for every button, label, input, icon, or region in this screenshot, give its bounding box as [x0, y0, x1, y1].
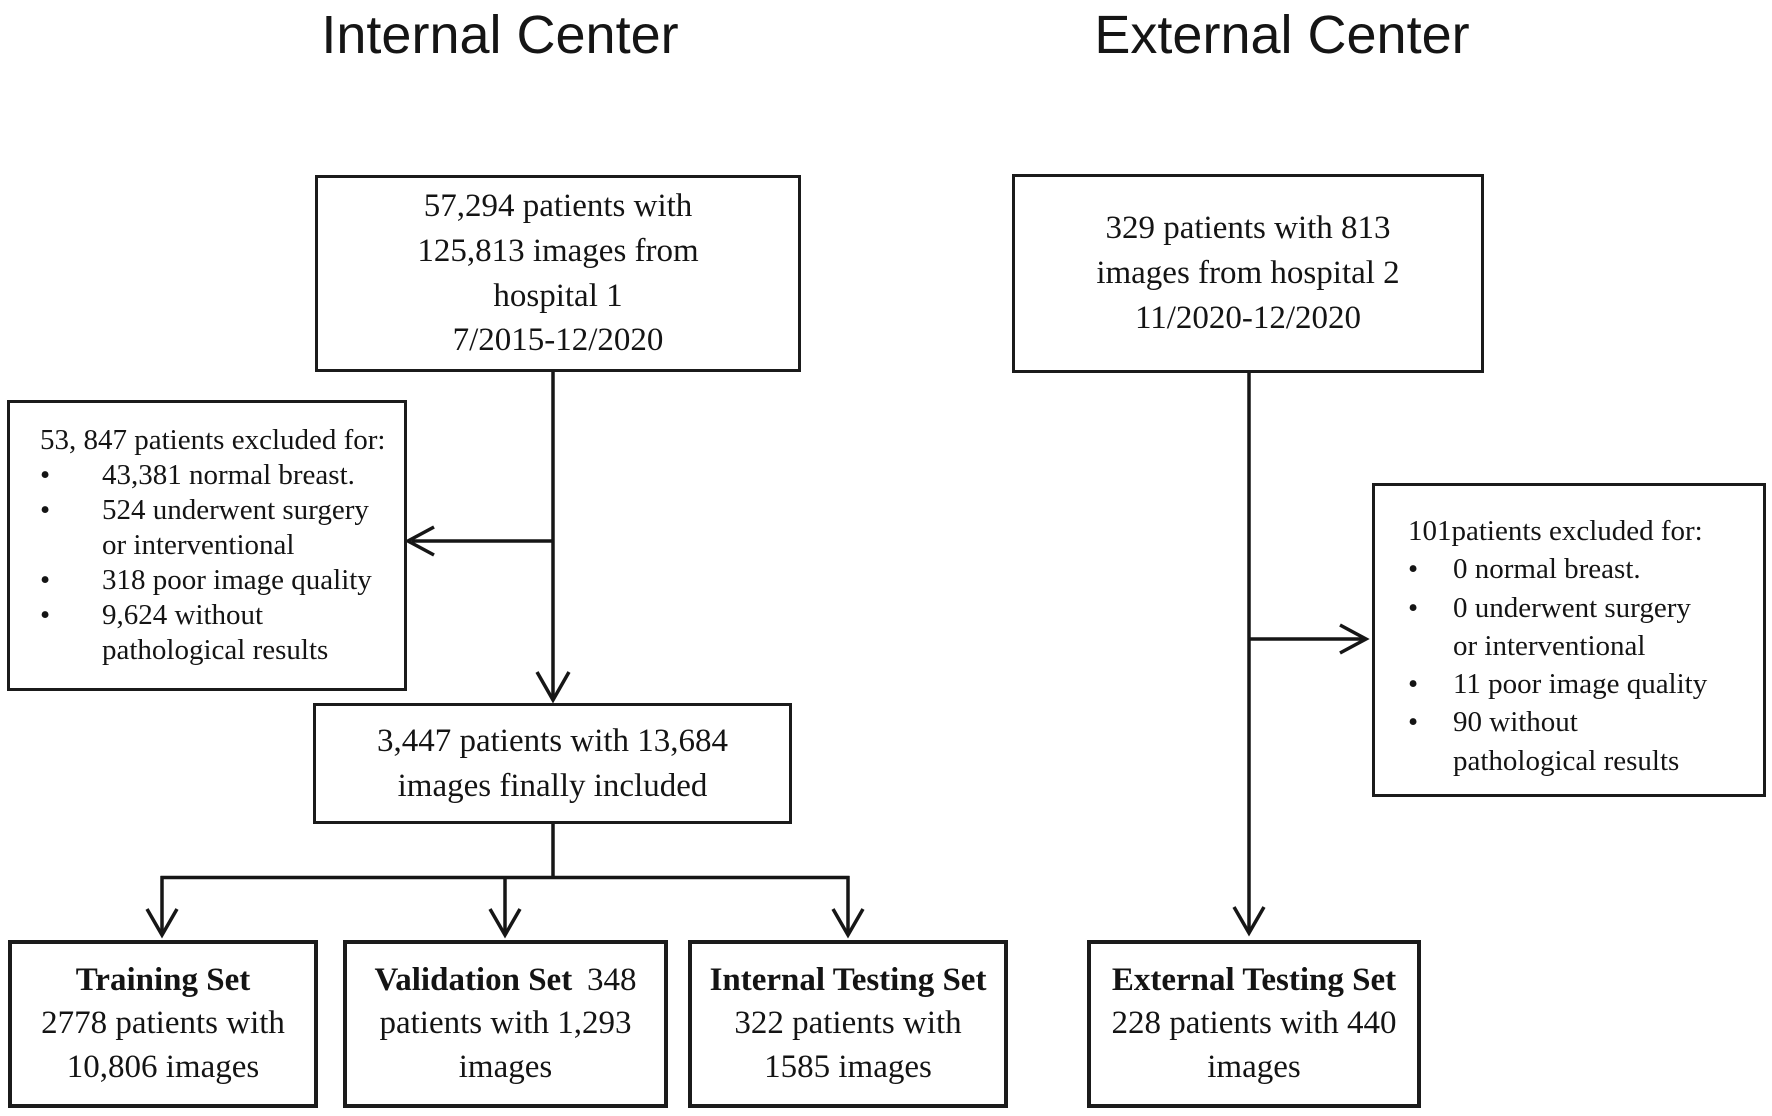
validation-set-body: patients with 1,293 images [379, 1005, 632, 1085]
validation-set-suffix: 348 [587, 961, 637, 998]
arrowhead-left-excluded [404, 525, 435, 557]
internal-testing-set-text: Internal Testing Set 322 patients with 1… [710, 959, 987, 1090]
bullet-icon: • [1408, 668, 1419, 701]
external-excluded-item-text: 0 normal breast. [1453, 553, 1641, 586]
arrowhead-right-excluded [1339, 623, 1370, 655]
arrowhead-down-internal-testing [831, 908, 865, 939]
internal-excluded-header: 53, 847 patients excluded for: [40, 424, 386, 456]
internal-excluded-item-text: 524 underwent surgery or interventional [102, 494, 369, 562]
internal-excluded-item-text: 9,624 without pathological results [102, 599, 329, 667]
arrowhead-down-validation [488, 908, 522, 939]
internal-center-title: Internal Center [321, 5, 679, 65]
training-set-box: Training Set 2778 patients with 10,806 i… [8, 940, 318, 1108]
internal-source-text: 57,294 patients with 125,813 images from… [417, 187, 699, 359]
training-set-text: Training Set 2778 patients with 10,806 i… [41, 959, 285, 1090]
bullet-icon: • [40, 459, 51, 492]
external-excluded-item-text: 0 underwent surgery or interventional [1453, 591, 1691, 662]
external-testing-set-box: External Testing Set 228 patients with 4… [1087, 940, 1421, 1108]
internal-included-text: 3,447 patients with 13,684 images finall… [376, 722, 729, 804]
external-flow-arrows [1232, 373, 1370, 937]
internal-testing-set-title-line: Internal Testing Set [710, 959, 987, 1003]
bullet-icon: • [40, 494, 51, 527]
external-excluded-item: • 90 without pathological results [1408, 703, 1755, 780]
internal-included-box: 3,447 patients with 13,684 images finall… [313, 703, 792, 824]
external-source-box: 329 patients with 813 images from hospit… [1012, 174, 1484, 373]
external-excluded-item-text: 11 poor image quality [1453, 668, 1708, 701]
external-testing-set-text: External Testing Set 228 patients with 4… [1111, 959, 1396, 1090]
validation-set-text: Validation Set 348 patients with 1,293 im… [374, 959, 636, 1090]
external-excluded-header: 101patients excluded for: [1408, 515, 1703, 547]
training-set-body: 2778 patients with 10,806 images [41, 1005, 285, 1085]
validation-set-box: Validation Set 348 patients with 1,293 im… [343, 940, 668, 1108]
training-set-title-line: Training Set [41, 959, 285, 1003]
internal-excluded-item: • 524 underwent surgery or interventiona… [40, 493, 396, 563]
internal-excluded-item: • 43,381 normal breast. [40, 458, 396, 493]
internal-excluded-box: 53, 847 patients excluded for: • 43,381 … [7, 400, 407, 691]
internal-flow-arrows [145, 372, 865, 939]
bullet-icon: • [1408, 706, 1419, 739]
internal-testing-set-title: Internal Testing Set [709, 961, 987, 998]
bullet-icon: • [1408, 591, 1419, 624]
external-excluded-box: 101patients excluded for: • 0 normal bre… [1372, 483, 1766, 797]
internal-testing-set-box: Internal Testing Set 322 patients with 1… [688, 940, 1008, 1108]
bullet-icon: • [40, 599, 51, 632]
external-excluded-item: • 11 poor image quality [1408, 665, 1755, 703]
bullet-icon: • [1408, 553, 1419, 586]
internal-excluded-item-text: 318 poor image quality [102, 564, 372, 597]
external-testing-set-body: 228 patients with 440 images [1111, 1005, 1397, 1085]
validation-set-title-line: Validation Set 348 [374, 959, 636, 1003]
internal-excluded-item: • 318 poor image quality [40, 563, 396, 598]
external-testing-set-title: External Testing Set [1111, 961, 1397, 998]
validation-set-title: Validation Set [374, 961, 573, 998]
external-center-title: External Center [1094, 5, 1470, 65]
arrowhead-down-training [145, 908, 179, 939]
external-source-text: 329 patients with 813 images from hospit… [1096, 210, 1400, 336]
training-set-title: Training Set [75, 961, 251, 998]
external-testing-set-title-line: External Testing Set [1111, 959, 1396, 1003]
arrowhead-down-included [535, 671, 571, 704]
internal-testing-set-body: 322 patients with 1585 images [734, 1005, 962, 1085]
bullet-icon: • [40, 564, 51, 597]
external-excluded-item: • 0 underwent surgery or interventional [1408, 589, 1755, 666]
internal-excluded-item: • 9,624 without pathological results [40, 598, 396, 668]
arrowhead-down-external-testing [1232, 906, 1266, 937]
external-excluded-item-text: 90 without pathological results [1453, 706, 1680, 777]
internal-source-box: 57,294 patients with 125,813 images from… [315, 175, 801, 372]
external-excluded-item: • 0 normal breast. [1408, 550, 1755, 588]
internal-excluded-item-text: 43,381 normal breast. [102, 459, 355, 492]
